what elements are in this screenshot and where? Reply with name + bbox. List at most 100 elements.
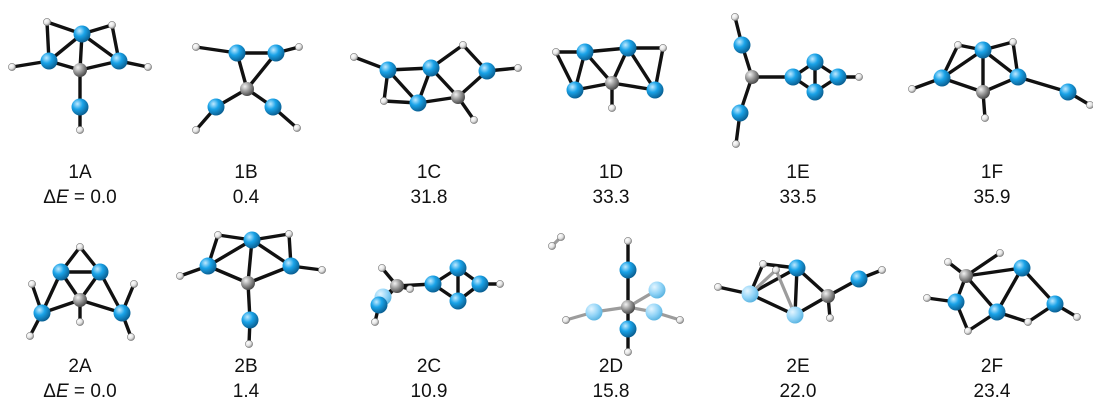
silicon-atom xyxy=(933,69,951,87)
carbon-atom xyxy=(451,90,465,104)
hydrogen-atom xyxy=(557,233,565,241)
hydrogen-atom xyxy=(130,280,138,288)
carbon-atom xyxy=(745,70,759,84)
silicon-atom xyxy=(784,68,802,86)
hydrogen-atom xyxy=(285,230,293,238)
hydrogen-atom xyxy=(548,242,556,250)
energy-value: 33.5 xyxy=(779,187,817,208)
silicon-atom xyxy=(806,53,824,71)
hydrogen-atom xyxy=(293,124,301,132)
silicon-atom xyxy=(422,59,440,77)
energy-value: ΔE = 0.0 xyxy=(43,187,117,208)
structure-1c xyxy=(350,41,522,124)
isomer-2B: 2B 1.4 xyxy=(166,356,326,403)
structure-2f xyxy=(923,249,1081,335)
silicon-atom xyxy=(648,281,666,299)
silicon-atom xyxy=(829,68,847,86)
silicon-atom xyxy=(282,257,300,275)
hydrogen-atom xyxy=(144,63,152,71)
isomer-1F: 1F 35.9 xyxy=(912,162,1072,209)
silicon-atom xyxy=(228,44,246,62)
structure-1e xyxy=(731,13,863,148)
silicon-atom xyxy=(73,25,91,43)
carbon-atom xyxy=(976,85,990,99)
isomer-name: 1C xyxy=(416,162,442,183)
hydrogen-atom xyxy=(923,294,931,302)
carbon-atom xyxy=(73,293,87,307)
isomer-1E: 1E 33.5 xyxy=(718,162,878,209)
silicon-atom xyxy=(478,62,496,80)
silicon-atom xyxy=(199,257,217,275)
hydrogen-atom xyxy=(406,285,414,293)
hydrogen-atom xyxy=(855,73,863,81)
silicon-atom xyxy=(1013,259,1031,277)
silicon-atom xyxy=(409,94,427,112)
hydrogen-atom xyxy=(378,264,386,272)
hydrogen-atom xyxy=(731,13,739,21)
hydrogen-atom xyxy=(127,333,135,341)
bond xyxy=(206,238,254,268)
isomer-1B: 1B 0.4 xyxy=(166,162,326,209)
silicon-atom xyxy=(988,303,1006,321)
hydrogen-atom xyxy=(318,266,326,274)
silicon-atom xyxy=(264,98,282,116)
silicon-atom xyxy=(71,98,89,116)
hydrogen-atom xyxy=(964,327,972,335)
hydrogen-atom xyxy=(1073,313,1081,321)
hydrogen-atom xyxy=(908,85,916,93)
hydrogen-atom xyxy=(514,64,522,72)
structure-1b xyxy=(192,43,303,134)
hydrogen-atom xyxy=(878,266,886,274)
silicon-atom xyxy=(576,43,594,61)
hydrogen-atom xyxy=(295,43,303,51)
silicon-atom xyxy=(113,304,131,322)
structure-1f xyxy=(908,38,1093,122)
silicon-atom xyxy=(379,61,397,79)
hydrogen-atom xyxy=(624,348,632,356)
hydrogen-atom xyxy=(732,140,740,148)
hydrogen-atom xyxy=(192,126,200,134)
isomer-name: 2B xyxy=(234,356,258,377)
carbon-atom xyxy=(621,300,635,314)
silicon-atom xyxy=(1046,295,1064,313)
isomer-name: 2F xyxy=(980,356,1004,377)
silicon-atom xyxy=(449,292,467,310)
silicon-atom xyxy=(786,306,804,324)
silicon-atom xyxy=(243,231,261,249)
hydrogen-atom xyxy=(245,340,253,348)
isomer-name: 2A xyxy=(68,356,92,377)
silicon-atom xyxy=(91,263,109,281)
energy-value: 1.4 xyxy=(232,381,260,402)
hydrogen-atom xyxy=(714,283,722,291)
silicon-atom xyxy=(40,52,58,70)
carbon-atom xyxy=(605,76,619,90)
isomer-2D: 2D 15.8 xyxy=(531,356,691,403)
hydrogen-atom xyxy=(43,18,51,26)
silicon-atom xyxy=(370,296,388,314)
hydrogen-atom xyxy=(176,272,184,280)
hydrogen-atom xyxy=(552,48,560,56)
hydrogen-atom xyxy=(192,43,200,51)
silicon-atom xyxy=(1009,68,1027,86)
hydrogen-atom xyxy=(954,41,962,49)
energy-value: 23.4 xyxy=(973,381,1011,402)
structure-2c xyxy=(370,259,504,326)
hydrogen-atom xyxy=(350,53,358,61)
hydrogen-atom xyxy=(28,280,36,288)
hydrogen-atom xyxy=(76,126,84,134)
hydrogen-atom xyxy=(624,237,632,245)
silicon-atom xyxy=(110,52,128,70)
structure-2d xyxy=(548,233,684,356)
isomer-name: 1B xyxy=(234,162,258,183)
hydrogen-atom xyxy=(562,316,570,324)
hydrogen-atom xyxy=(496,280,504,288)
silicon-atom xyxy=(619,39,637,57)
silicon-atom xyxy=(646,81,664,99)
hydrogen-atom xyxy=(76,318,84,326)
hydrogen-atom xyxy=(380,97,388,105)
hydrogen-atom xyxy=(1024,318,1032,326)
structure-2b xyxy=(176,230,326,348)
hydrogen-atom xyxy=(371,318,379,326)
silicon-atom xyxy=(33,304,51,322)
hydrogen-atom xyxy=(659,44,667,52)
